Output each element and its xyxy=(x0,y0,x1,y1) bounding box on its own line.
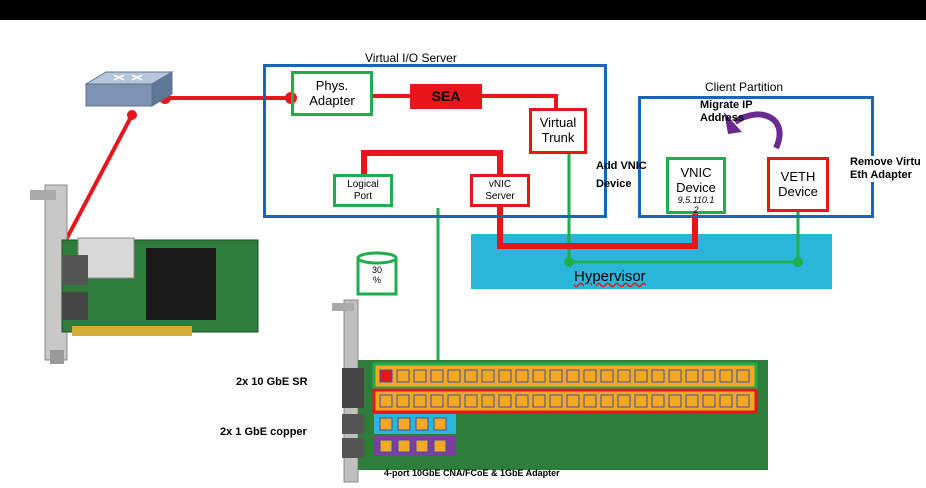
migrate-ip-label: Migrate IP Address xyxy=(700,99,753,125)
port-square xyxy=(380,418,392,430)
add-vnic-label: Add VNIC Device xyxy=(596,158,647,193)
port-square xyxy=(431,370,443,382)
port-square xyxy=(686,370,698,382)
port-square xyxy=(584,395,596,407)
port-square xyxy=(465,395,477,407)
vnic-device-label: VNIC Device xyxy=(669,166,723,196)
port-square xyxy=(533,370,545,382)
port-square xyxy=(720,370,732,382)
port-square xyxy=(380,440,392,452)
port-square xyxy=(618,370,630,382)
port-square xyxy=(584,370,596,382)
ports-copper-label: 2x 1 GbE copper xyxy=(220,426,307,438)
virtual-trunk-box[interactable]: Virtual Trunk xyxy=(529,108,587,154)
port-square xyxy=(550,370,562,382)
port-square xyxy=(669,395,681,407)
port-square xyxy=(431,395,443,407)
port-square xyxy=(380,370,392,382)
port-square xyxy=(652,370,664,382)
port-square xyxy=(434,418,446,430)
port-square xyxy=(482,370,494,382)
port-square xyxy=(499,395,511,407)
port-square xyxy=(669,370,681,382)
port-square xyxy=(601,395,613,407)
vnic-ip-label: 9.5.110.1 2 xyxy=(669,196,723,216)
sea-box[interactable]: SEA xyxy=(410,84,482,109)
port-square xyxy=(635,370,647,382)
hypervisor-label: Hypervisor xyxy=(574,268,646,285)
phys-adapter-box[interactable]: Phys. Adapter xyxy=(291,71,373,116)
port-square xyxy=(720,395,732,407)
port-square xyxy=(516,395,528,407)
vnic-device-box[interactable]: VNIC Device 9.5.110.1 2 xyxy=(666,157,726,214)
port-square xyxy=(703,395,715,407)
port-square xyxy=(397,370,409,382)
port-square xyxy=(635,395,647,407)
port-square xyxy=(499,370,511,382)
port-square xyxy=(737,395,749,407)
port-square xyxy=(567,370,579,382)
client-title: Client Partition xyxy=(705,80,783,94)
port-square xyxy=(380,395,392,407)
veth-device-box[interactable]: VETH Device xyxy=(767,157,829,212)
port-square xyxy=(448,395,460,407)
port-square xyxy=(703,370,715,382)
port-square xyxy=(533,395,545,407)
port-square xyxy=(516,370,528,382)
vnic-server-box[interactable]: vNIC Server xyxy=(470,174,530,207)
network-card-image xyxy=(30,185,258,364)
switch-to-card-link xyxy=(58,115,132,255)
port-square xyxy=(618,395,630,407)
port-square xyxy=(550,395,562,407)
percent-label: 30 % xyxy=(366,266,388,286)
port-square xyxy=(414,395,426,407)
port-square xyxy=(465,370,477,382)
port-square xyxy=(448,370,460,382)
port-square xyxy=(652,395,664,407)
network-switch-icon xyxy=(86,72,172,106)
port-square xyxy=(434,440,446,452)
port-square xyxy=(416,440,428,452)
adapter-card-image xyxy=(332,300,768,482)
port-square xyxy=(737,370,749,382)
port-square xyxy=(414,370,426,382)
port-square xyxy=(567,395,579,407)
remove-veth-label: Remove Virtu Eth Adapter xyxy=(848,156,921,182)
port-square xyxy=(398,440,410,452)
port-square xyxy=(482,395,494,407)
port-square xyxy=(601,370,613,382)
ports-sr-label: 2x 10 GbE SR xyxy=(236,376,308,388)
port-square xyxy=(416,418,428,430)
vios-title: Virtual I/O Server xyxy=(365,51,457,65)
adapter-caption: 4-port 10GbE CNA/FCoE & 1GbE Adapter xyxy=(384,468,560,478)
port-square xyxy=(686,395,698,407)
logical-port-box[interactable]: Logical Port xyxy=(333,174,393,207)
port-square xyxy=(397,395,409,407)
port-square xyxy=(398,418,410,430)
